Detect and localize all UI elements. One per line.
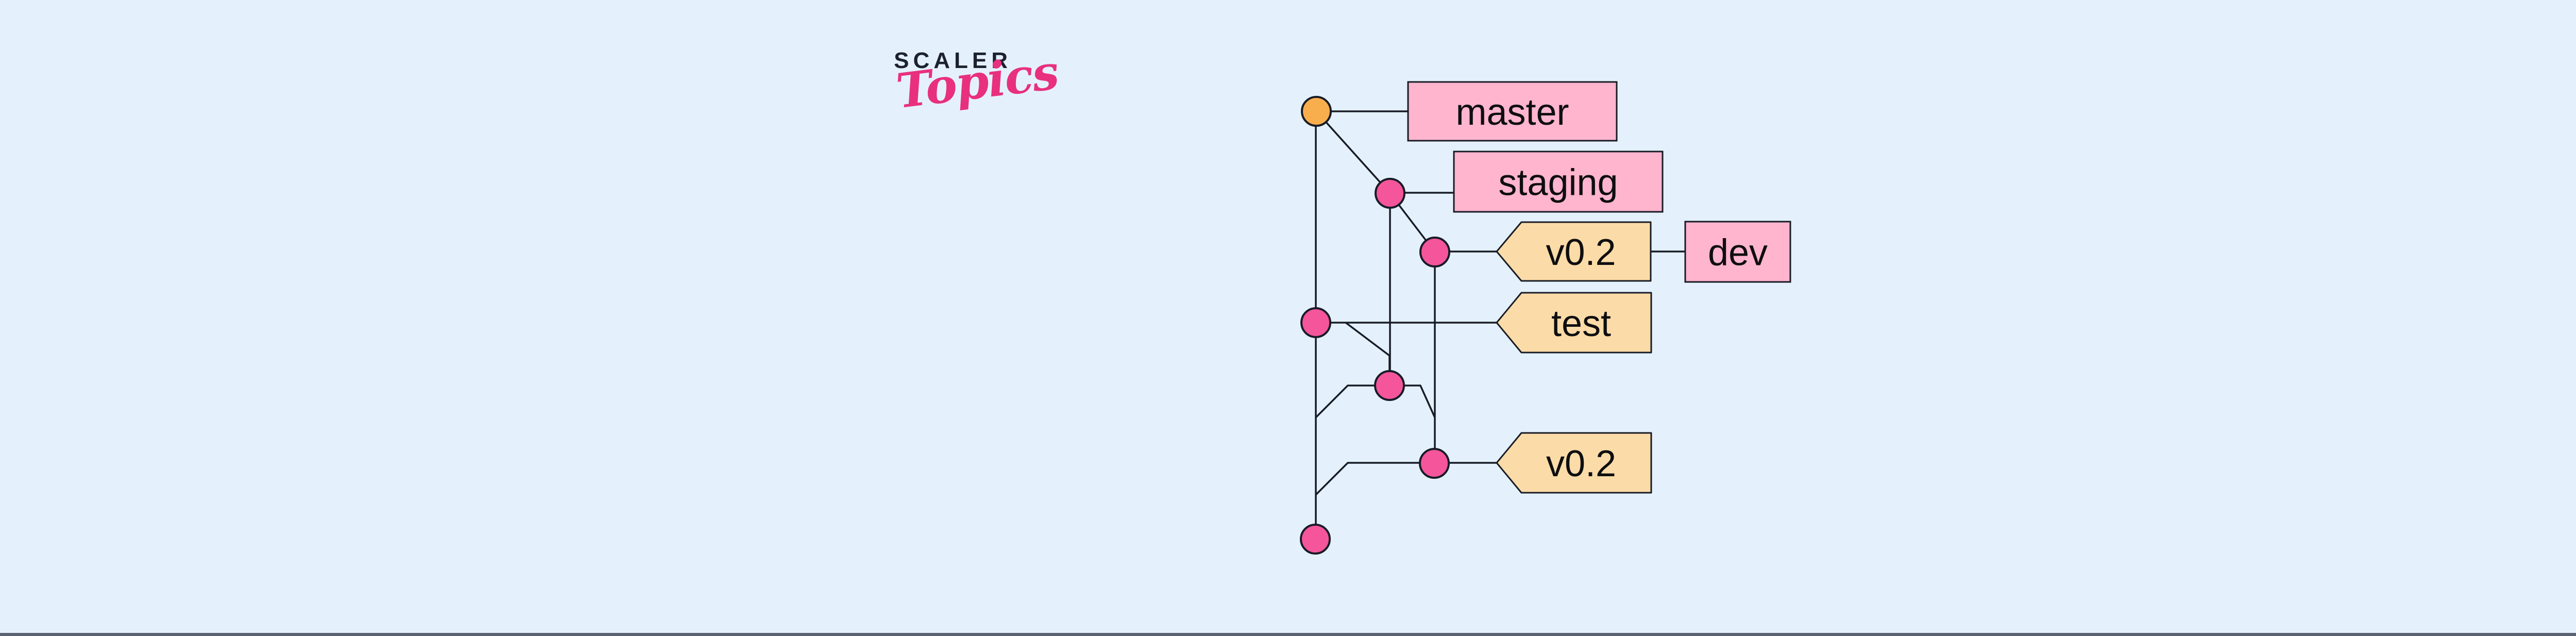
tag-v02-dev-label: v0.2 <box>1546 232 1616 273</box>
tag-v02-master-label: v0.2 <box>1546 443 1616 484</box>
commit-node-dev-1 <box>1419 237 1450 267</box>
branch-box-dev-label: dev <box>1708 232 1768 274</box>
branch-box-staging-label: staging <box>1498 162 1618 204</box>
branch-box-master <box>1407 81 1618 142</box>
edge-merge-bottom-to-master <box>1315 462 1434 496</box>
branch-box-master-label: master <box>1455 92 1569 133</box>
tag-test <box>1496 292 1652 354</box>
tag-test-label: test <box>1551 303 1611 344</box>
commit-node-master-test <box>1300 307 1331 338</box>
scaler-topics-logo: SCALER Topics <box>893 44 1061 120</box>
commit-node-dev-2 <box>1419 448 1450 479</box>
branch-box-dev <box>1684 221 1791 283</box>
edge-branch-orange-to-staging <box>1315 110 1391 194</box>
commit-node-staging-1 <box>1375 178 1405 209</box>
commit-node-master-end <box>1300 524 1331 555</box>
logo-brand-text: SCALER <box>894 48 1012 73</box>
tag-v02-dev <box>1496 221 1652 282</box>
bottom-border-bar <box>0 633 2576 636</box>
commit-node-master-initial <box>1301 96 1332 127</box>
tag-v02-master <box>1496 432 1652 494</box>
commit-node-staging-merge <box>1374 370 1405 401</box>
branch-box-staging <box>1453 150 1664 213</box>
